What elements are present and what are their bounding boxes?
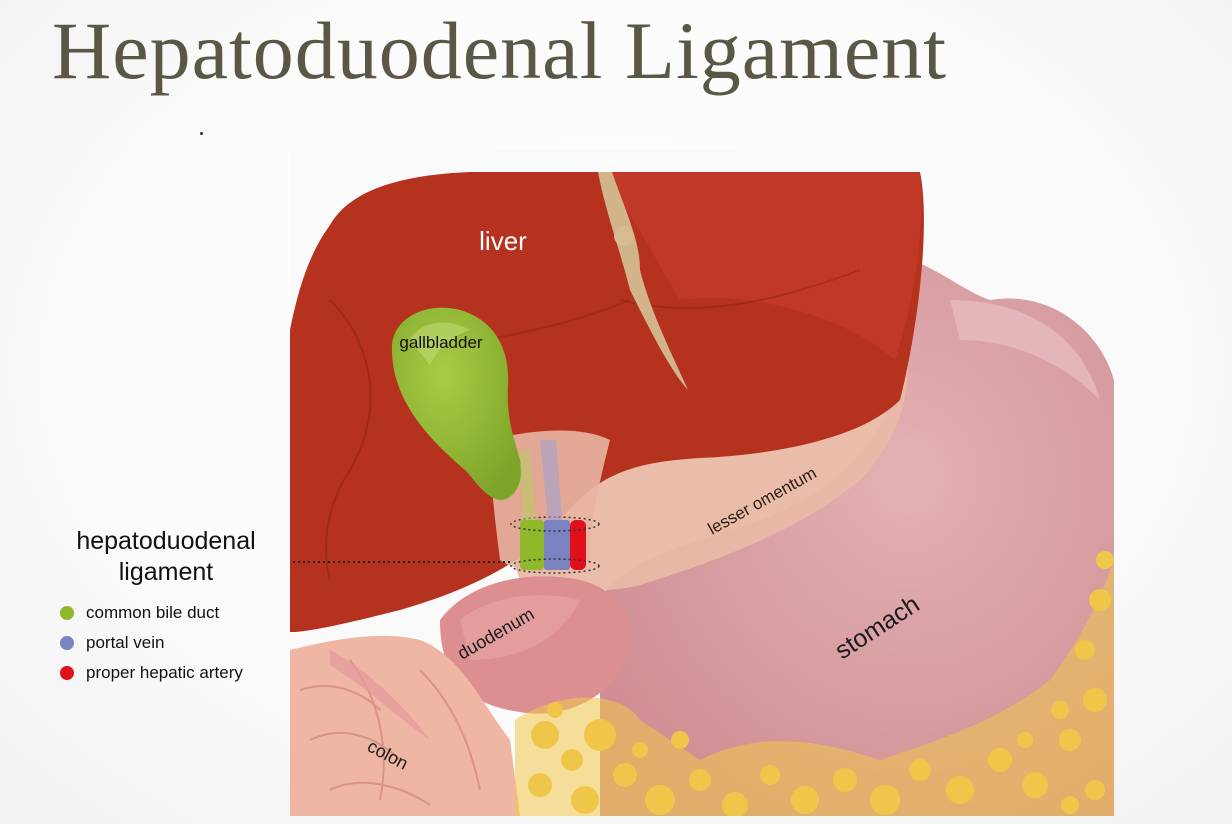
stomach-shape xyxy=(600,250,1114,816)
colon-shape xyxy=(290,635,520,816)
legend-dot-icon xyxy=(60,636,74,650)
legend-dot-icon xyxy=(60,666,74,680)
falciform-ligament-shape xyxy=(598,172,688,390)
ligament-vessels xyxy=(510,440,600,574)
ligament-caption: hepatoduodenal ligament xyxy=(56,526,276,588)
slide-title: Hepatoduodenal Ligament xyxy=(52,5,948,96)
legend: common bile duct portal vein proper hepa… xyxy=(60,598,243,688)
legend-dot-icon xyxy=(60,606,74,620)
ligament-caption-line1: hepatoduodenal xyxy=(76,527,256,555)
legend-label: portal vein xyxy=(86,633,165,652)
legend-item: portal vein xyxy=(60,628,243,658)
ligament-caption-line2: ligament xyxy=(118,558,214,586)
legend-item: proper hepatic artery xyxy=(60,658,243,688)
legend-label: common bile duct xyxy=(86,603,220,622)
stray-dot xyxy=(200,132,203,135)
greater-omentum-fat xyxy=(515,551,1114,816)
liver-label: liver xyxy=(479,226,527,256)
legend-label: proper hepatic artery xyxy=(86,663,243,682)
gallbladder-label: gallbladder xyxy=(399,333,483,352)
legend-item: common bile duct xyxy=(60,598,243,628)
